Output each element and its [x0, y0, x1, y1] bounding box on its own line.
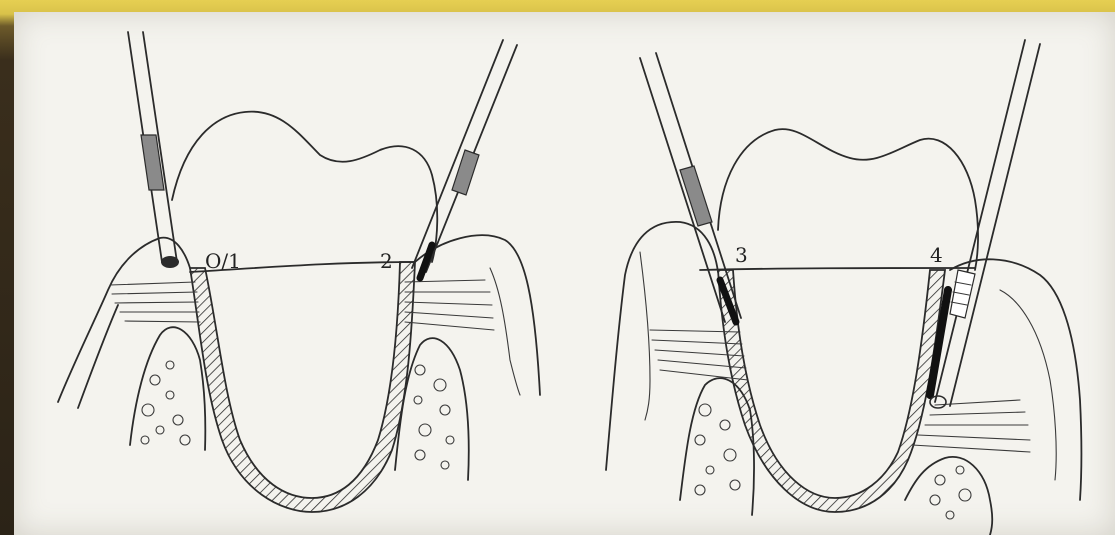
right-gingiva-mesial	[606, 222, 718, 470]
right-tooth: 3 4	[606, 40, 1082, 535]
left-bone-mesial	[130, 327, 205, 450]
left-bone-distal-trabeculae	[414, 365, 454, 469]
right-root-cementum	[718, 270, 945, 512]
right-bone-distal	[905, 457, 992, 535]
left-gingiva-distal	[415, 235, 540, 395]
left-root-cementum	[190, 262, 415, 512]
left-gingiva-distal-stipple	[490, 268, 520, 395]
right-gingiva-mesial-stipple	[640, 252, 650, 420]
left-tooth: O/1 2	[58, 32, 540, 512]
left-bone-mesial-trabeculae	[141, 361, 190, 445]
right-ligament-fibers-distal	[912, 400, 1030, 452]
label-pocket-4: 4	[930, 243, 943, 267]
right-probe-distal	[930, 40, 1040, 408]
left-probe-distal	[412, 40, 517, 278]
label-pocket-3: 3	[735, 243, 748, 267]
label-pocket-2: 2	[380, 249, 393, 273]
right-bone-distal-trabeculae	[930, 466, 971, 519]
left-gingiva-mesial-inner	[78, 305, 118, 408]
left-ligament-fibers-distal	[405, 280, 494, 330]
left-ligament-fibers-mesial	[110, 282, 200, 322]
right-bone-mesial-trabeculae	[695, 404, 740, 495]
left-tooth-crown	[172, 112, 437, 262]
label-pocket-1: O/1	[205, 249, 241, 273]
left-probe-mesial	[128, 32, 179, 268]
